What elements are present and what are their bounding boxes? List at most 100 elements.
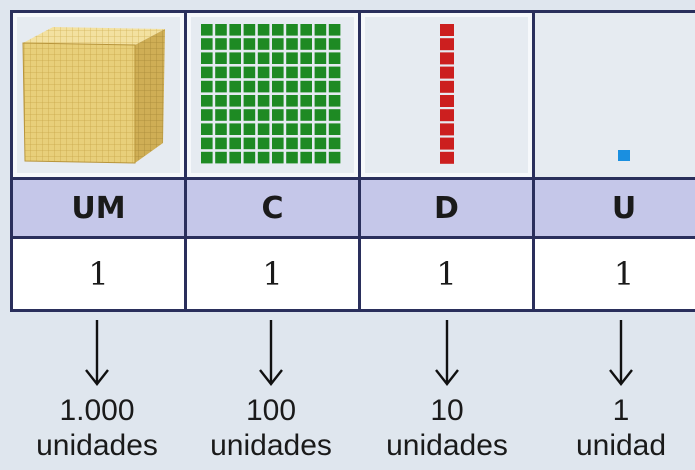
hundred-unit-square xyxy=(244,52,256,64)
hundred-unit-square xyxy=(272,81,284,93)
number-d: 10 xyxy=(367,394,527,428)
hundred-unit-square xyxy=(244,123,256,135)
hundred-unit-square xyxy=(258,67,270,79)
hundred-unit-square xyxy=(258,38,270,50)
unit-cube-icon xyxy=(535,13,695,177)
hundred-unit-square xyxy=(201,123,213,135)
hundred-unit-square xyxy=(229,81,241,93)
hundred-unit-square xyxy=(329,109,341,121)
hundred-unit-square xyxy=(258,95,270,107)
equivalence-u: 1 unidad xyxy=(541,318,695,464)
hundred-unit-square xyxy=(286,38,298,50)
hundred-unit-square xyxy=(201,24,213,36)
hundred-unit-square xyxy=(215,38,227,50)
hundred-unit-square xyxy=(215,95,227,107)
hundred-unit-square xyxy=(286,52,298,64)
value-d: 1 xyxy=(361,239,532,309)
hundred-unit-square xyxy=(286,81,298,93)
hundred-unit-square xyxy=(300,152,312,164)
hundred-unit-square xyxy=(272,109,284,121)
hundred-unit-square xyxy=(244,67,256,79)
ten-unit-square xyxy=(440,95,454,107)
hundred-unit-square xyxy=(286,67,298,79)
hundred-unit-square xyxy=(258,24,270,36)
ten-rod-icon xyxy=(361,13,532,177)
ten-rod-cell xyxy=(361,13,532,177)
hundred-unit-square xyxy=(258,152,270,164)
hundred-unit-square xyxy=(244,38,256,50)
number-um: 1.000 xyxy=(17,394,177,428)
hundred-unit-square xyxy=(215,81,227,93)
hundred-unit-square xyxy=(201,109,213,121)
hundred-unit-square xyxy=(329,138,341,150)
number-u: 1 xyxy=(541,394,695,428)
down-arrow-icon xyxy=(256,318,286,388)
hundred-unit-square xyxy=(272,24,284,36)
equivalence-c: 100 unidades xyxy=(191,318,351,464)
hundred-unit-square xyxy=(201,38,213,50)
ten-unit-square xyxy=(440,67,454,79)
hundred-unit-square xyxy=(215,138,227,150)
hundred-unit-square xyxy=(244,81,256,93)
hundred-flat-cell xyxy=(187,13,358,177)
hundred-unit-square xyxy=(315,52,327,64)
unit-word-u: unidad xyxy=(541,428,695,464)
hundred-unit-square xyxy=(286,123,298,135)
hundred-unit-square xyxy=(272,138,284,150)
hundred-unit-square xyxy=(315,123,327,135)
hundred-unit-square xyxy=(258,52,270,64)
hundred-unit-square xyxy=(201,67,213,79)
hundred-unit-square xyxy=(272,95,284,107)
hundred-unit-square xyxy=(229,52,241,64)
hundred-unit-square xyxy=(286,24,298,36)
hundred-unit-square xyxy=(215,152,227,164)
ten-unit-square xyxy=(440,152,454,164)
ten-unit-square xyxy=(440,24,454,36)
hundred-unit-square xyxy=(229,123,241,135)
hundred-unit-square xyxy=(258,123,270,135)
unit-word-d: unidades xyxy=(367,428,527,464)
unit-word-c: unidades xyxy=(191,428,351,464)
hundred-unit-square xyxy=(329,24,341,36)
hundred-unit-square xyxy=(286,138,298,150)
hundred-unit-square xyxy=(244,95,256,107)
hundred-unit-square xyxy=(300,24,312,36)
hundred-unit-square xyxy=(315,81,327,93)
ten-unit-square xyxy=(440,109,454,121)
hundred-unit-square xyxy=(315,24,327,36)
hundred-unit-square xyxy=(329,95,341,107)
hundred-unit-square xyxy=(215,52,227,64)
hundred-unit-square xyxy=(215,67,227,79)
hundred-unit-square xyxy=(329,67,341,79)
hundred-unit-square xyxy=(286,109,298,121)
equivalence-d: 10 unidades xyxy=(367,318,527,464)
number-c: 100 xyxy=(191,394,351,428)
hundred-unit-square xyxy=(272,38,284,50)
hundred-unit-square xyxy=(329,152,341,164)
hundred-unit-square xyxy=(258,81,270,93)
column-um: UM 1 xyxy=(13,13,187,309)
hundred-unit-square xyxy=(244,24,256,36)
ten-unit-square xyxy=(440,138,454,150)
hundred-unit-square xyxy=(215,24,227,36)
hundred-unit-square xyxy=(215,123,227,135)
equivalence-um: 1.000 unidades xyxy=(17,318,177,464)
hundred-unit-square xyxy=(201,81,213,93)
hundred-unit-square xyxy=(286,95,298,107)
hundred-unit-square xyxy=(229,38,241,50)
hundred-unit-square xyxy=(272,152,284,164)
value-c: 1 xyxy=(187,239,358,309)
header-d: D xyxy=(361,177,532,239)
hundred-unit-square xyxy=(300,138,312,150)
down-arrow-icon xyxy=(82,318,112,388)
thousand-cube-icon xyxy=(13,13,184,177)
hundred-unit-square xyxy=(272,123,284,135)
hundred-unit-square xyxy=(272,67,284,79)
value-um: 1 xyxy=(13,239,184,309)
unit-cube-cell xyxy=(535,13,695,177)
hundred-unit-square xyxy=(300,52,312,64)
place-value-table: UM 1 C 1 D 1 U 1 xyxy=(10,10,695,312)
hundred-unit-square xyxy=(329,81,341,93)
hundred-unit-square xyxy=(229,67,241,79)
ten-unit-square xyxy=(440,52,454,64)
